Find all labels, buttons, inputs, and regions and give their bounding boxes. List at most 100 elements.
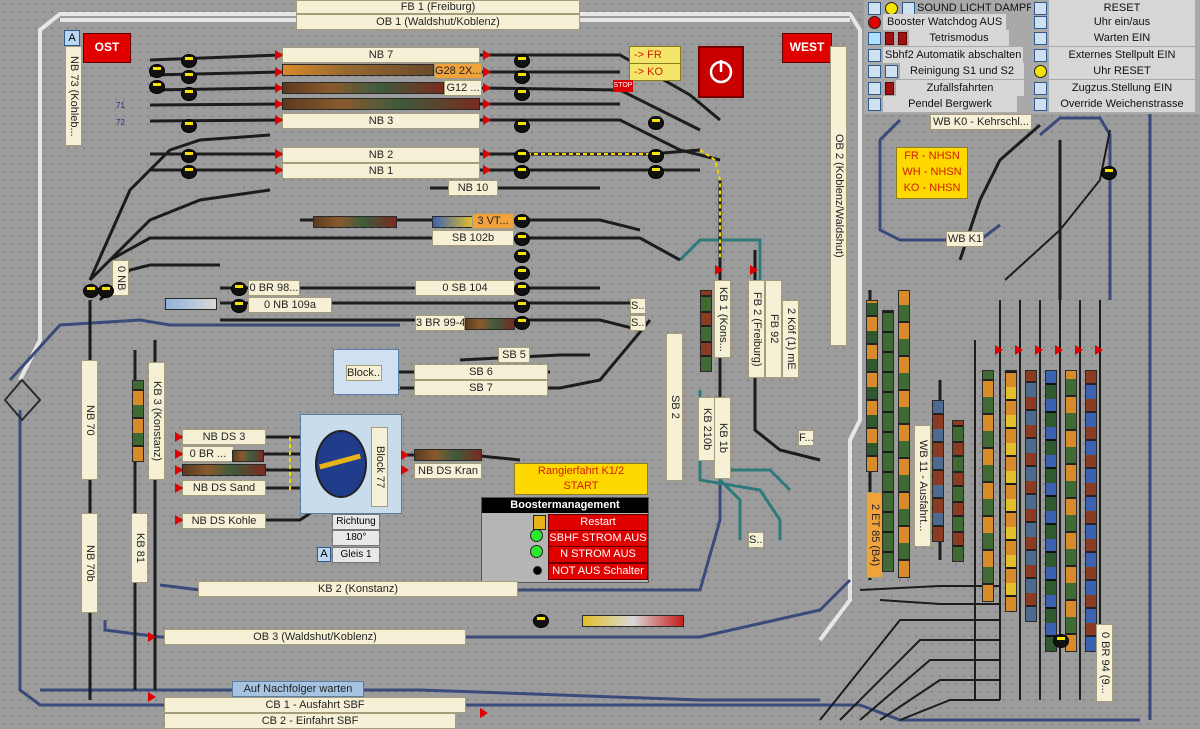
stop-signal-icon[interactable] xyxy=(275,67,283,77)
booster-n-strom-aus-button[interactable]: N STROM AUS xyxy=(548,546,648,563)
stop-signal-icon[interactable] xyxy=(483,50,491,60)
route-box[interactable]: FR - NHSN WH - NHSN KO - NHSN xyxy=(896,147,968,199)
stop-signal-icon[interactable] xyxy=(175,432,183,442)
stop-signal-icon[interactable] xyxy=(275,115,283,125)
signal-icon[interactable] xyxy=(514,299,530,313)
panel-left-5-label: Zufallsfahrten xyxy=(896,80,1024,96)
signal-icon[interactable] xyxy=(1053,634,1069,648)
signal-icon[interactable] xyxy=(514,70,530,84)
rangier-start[interactable]: START xyxy=(563,480,599,492)
signal-icon[interactable] xyxy=(181,70,197,84)
panel-right-1[interactable]: Uhr ein/aus xyxy=(1032,14,1200,30)
panel-left-0[interactable]: SOUND LICHT DAMPF xyxy=(866,0,1031,16)
signal-icon[interactable] xyxy=(231,282,247,296)
panel-right-2[interactable]: Warten EIN xyxy=(1032,30,1200,46)
block-small-box: Block... xyxy=(333,349,399,395)
route-fr-nhsn[interactable]: FR - NHSN xyxy=(904,150,960,162)
stop-signal-icon[interactable] xyxy=(275,83,283,93)
signal-icon[interactable] xyxy=(514,165,530,179)
booster-restart-button[interactable]: Restart xyxy=(548,514,648,531)
panel-left-5[interactable]: Zufallsfahrten xyxy=(866,80,1031,96)
panel-right-4[interactable]: Uhr RESET xyxy=(1032,63,1200,79)
nb70b-label: NB 70b xyxy=(81,513,98,613)
signal-lamp xyxy=(185,168,193,171)
panel-left-1[interactable]: Booster Watchdog AUS xyxy=(866,14,1031,30)
signal-icon[interactable] xyxy=(83,284,99,298)
panel-left-2[interactable]: Tetrismodus xyxy=(866,30,1031,46)
signal-icon[interactable] xyxy=(514,214,530,228)
signal-icon[interactable] xyxy=(648,116,664,130)
signal-icon[interactable] xyxy=(514,149,530,163)
stop-signal-icon[interactable] xyxy=(275,50,283,60)
stop-signal-icon[interactable] xyxy=(1035,345,1043,355)
stop-signal-icon[interactable] xyxy=(483,99,491,109)
signal-icon[interactable] xyxy=(181,54,197,68)
signal-icon[interactable] xyxy=(514,249,530,263)
stop-signal-icon[interactable] xyxy=(275,165,283,175)
west-button[interactable]: WEST xyxy=(782,33,832,63)
signal-icon[interactable] xyxy=(648,149,664,163)
power-button[interactable] xyxy=(698,46,744,98)
stop-signal-icon[interactable] xyxy=(1055,345,1063,355)
signal-icon[interactable] xyxy=(533,614,549,628)
signal-icon[interactable] xyxy=(181,119,197,133)
panel-right-3[interactable]: Externes Stellpult EIN xyxy=(1032,47,1200,63)
stop-signal-icon[interactable] xyxy=(483,83,491,93)
richtung-button[interactable]: Richtung xyxy=(332,514,380,530)
route-fr-label[interactable]: -> FR xyxy=(629,46,681,64)
signal-icon[interactable] xyxy=(514,282,530,296)
signal-icon[interactable] xyxy=(514,316,530,330)
stop-signal-icon[interactable] xyxy=(148,692,156,702)
stop-signal-icon[interactable] xyxy=(401,465,409,475)
booster-not-aus-button[interactable]: NOT AUS Schalter xyxy=(548,563,648,580)
stop-signal-icon[interactable] xyxy=(995,345,1003,355)
signal-icon[interactable] xyxy=(514,232,530,246)
stop-signal-icon[interactable] xyxy=(483,115,491,125)
route-ko-label[interactable]: -> KO xyxy=(629,63,681,81)
stop-signal-icon[interactable] xyxy=(275,99,283,109)
signal-icon[interactable] xyxy=(648,165,664,179)
signal-icon[interactable] xyxy=(514,54,530,68)
stop-signal-icon[interactable] xyxy=(750,265,758,275)
stop-signal-icon[interactable] xyxy=(480,708,488,718)
panel-right-5[interactable]: Zugzus.Stellung EIN xyxy=(1032,80,1200,96)
stop-signal-icon[interactable] xyxy=(148,632,156,642)
angle-button[interactable]: 180° xyxy=(332,530,380,546)
booster-sbhf-strom-aus-button[interactable]: SBHF STROM AUS xyxy=(548,530,648,547)
stop-signal-icon[interactable] xyxy=(1095,345,1103,355)
stop-signal-icon[interactable] xyxy=(175,449,183,459)
signal-icon[interactable] xyxy=(1101,166,1117,180)
stop-signal-icon[interactable] xyxy=(275,149,283,159)
route-wh-nhsn[interactable]: WH - NHSN xyxy=(902,166,962,178)
signal-icon[interactable] xyxy=(181,87,197,101)
stop-signal-icon[interactable] xyxy=(1015,345,1023,355)
signal-icon[interactable] xyxy=(181,165,197,179)
panel-right-0[interactable]: RESET xyxy=(1032,0,1200,16)
gleis-button[interactable]: Gleis 1 xyxy=(332,547,380,563)
stop-signal-icon[interactable] xyxy=(715,265,723,275)
auf-nachfolger-label[interactable]: Auf Nachfolger warten xyxy=(232,681,364,697)
signal-icon[interactable] xyxy=(149,64,165,78)
stop-signal-icon[interactable] xyxy=(175,483,183,493)
panel-left-6[interactable]: Pendel Bergwerk xyxy=(866,96,1031,112)
signal-icon[interactable] xyxy=(231,299,247,313)
panel-right-6[interactable]: Override Weichenstrasse xyxy=(1032,96,1200,112)
signal-icon[interactable] xyxy=(514,87,530,101)
signal-icon[interactable] xyxy=(149,80,165,94)
panel-left-4[interactable]: Reinigung S1 und S2 xyxy=(866,63,1031,79)
stop-signal-icon[interactable] xyxy=(175,465,183,475)
signal-icon[interactable] xyxy=(181,149,197,163)
signal-icon[interactable] xyxy=(98,284,114,298)
stop-signal-icon[interactable] xyxy=(175,515,183,525)
stop-signal-icon[interactable] xyxy=(1075,345,1083,355)
ost-button[interactable]: OST xyxy=(83,33,131,63)
stop-signal-icon[interactable] xyxy=(483,149,491,159)
stop-signal-icon[interactable] xyxy=(483,67,491,77)
panel-left-3[interactable]: Sbhf2 Automatik abschalten xyxy=(866,47,1031,63)
signal-icon[interactable] xyxy=(514,119,530,133)
rangier-box[interactable]: Rangierfahrt K1/2 START xyxy=(514,463,648,495)
stop-signal-icon[interactable] xyxy=(483,165,491,175)
route-ko-nhsn[interactable]: KO - NHSN xyxy=(903,182,961,194)
stop-signal-icon[interactable] xyxy=(401,450,409,460)
signal-icon[interactable] xyxy=(514,266,530,280)
